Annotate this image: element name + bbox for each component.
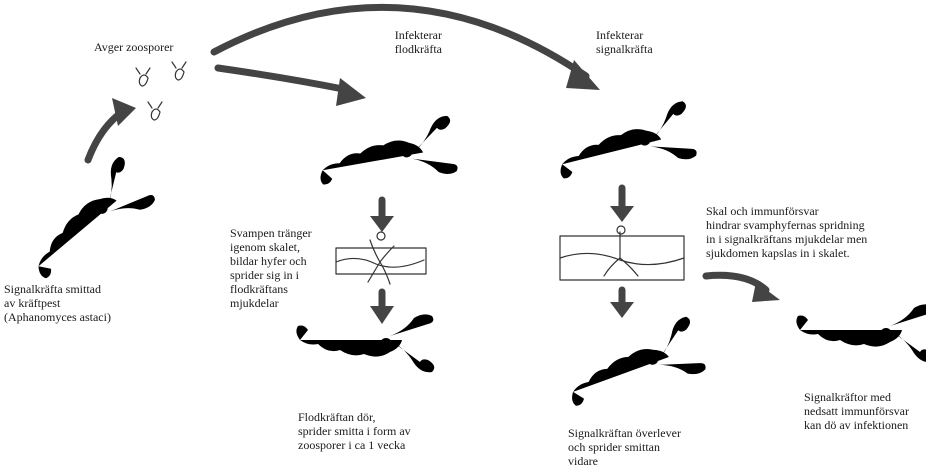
arrow-icon (218, 68, 366, 106)
shell-section-icon (336, 232, 426, 284)
label-zoospores: Avger zoosporer (94, 40, 173, 54)
crayfish-icon (314, 115, 460, 196)
label-signal-survives: Signalkräftan överlever och sprider smit… (568, 426, 681, 468)
crayfish-icon (551, 100, 699, 189)
arrow-icon (370, 292, 394, 324)
label-noble-dies: Flodkräftan dör, sprider smitta i form a… (298, 410, 411, 452)
crayfish-icon (796, 304, 926, 362)
label-weak-immune: Signalkräftor med nedsatt immunförsvar k… (804, 390, 909, 432)
zoospore-icon (136, 62, 186, 120)
label-infects-noble: Infekterar flodkräfta (364, 28, 442, 56)
label-signal-infected: Signalkräfta smittad av kräftpest (Aphan… (4, 282, 111, 324)
label-shell-immune: Skal och immunförsvar hindrar svamphyfer… (706, 204, 867, 260)
crayfish-icon (559, 316, 708, 418)
label-fungus-penetrates: Svampen tränger igenom skalet, bildar hy… (230, 226, 312, 310)
shell-section-icon (560, 226, 684, 280)
label-infects-signal: Infekterar signalkräfta (596, 28, 653, 56)
crayfish-icon (15, 155, 158, 288)
arrow-icon (88, 98, 136, 160)
arrow-icon (610, 290, 634, 318)
arrow-icon (706, 275, 780, 302)
arrow-icon (370, 200, 394, 232)
arrow-icon (610, 188, 634, 222)
crayfish-icon (296, 314, 434, 372)
